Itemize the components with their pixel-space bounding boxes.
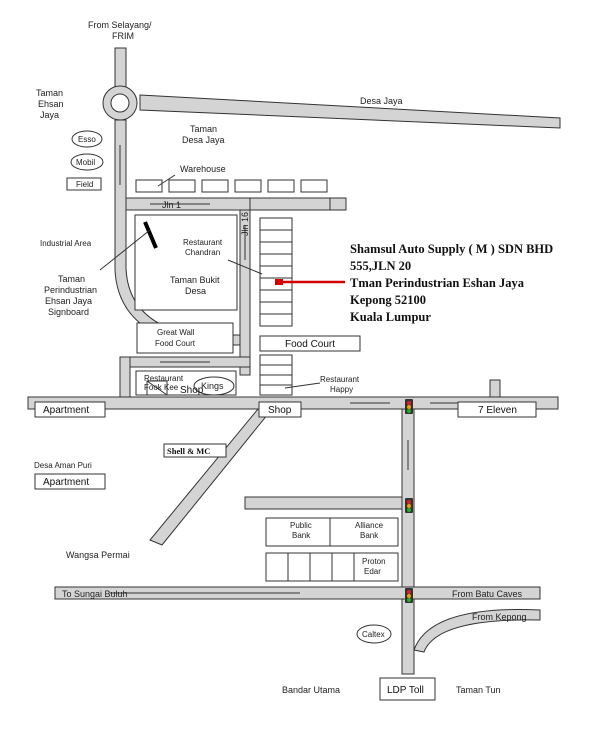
label-from-kepong: From Kepong [472, 612, 527, 622]
road-jln-1-east [249, 197, 331, 211]
label-esso: Esso [78, 135, 96, 144]
label-fook-kee: Restaurant Fook Kee [144, 374, 185, 392]
road-left-stub [119, 356, 131, 398]
warehouse-row [135, 179, 328, 193]
signboard-pointer [99, 229, 151, 271]
label-shell-mc: Shell & MC [167, 446, 210, 456]
label-signboard: Taman Perindustrian Ehsan Jaya Signboard [44, 274, 100, 317]
label-to-sungai-buluh: To Sungai Buluh [62, 589, 128, 599]
label-from-batu-caves: From Batu Caves [452, 589, 523, 599]
label-apartment-bottom: Apartment [43, 477, 89, 488]
road-branch [244, 496, 403, 510]
apartment-bottom-box [34, 473, 106, 490]
signboard-marker [143, 221, 158, 249]
label-kings: Kings [201, 381, 224, 391]
label-desa-jaya: Desa Jaya [360, 96, 403, 106]
food-court-box [259, 335, 361, 352]
label-jln-1: Jln 1 [162, 200, 181, 210]
road-seven-eleven [489, 379, 501, 398]
label-industrial-area: Industrial Area [40, 239, 92, 248]
traffic-light-3 [405, 588, 413, 603]
label-wangsa-permai: Wangsa Permai [66, 550, 130, 560]
label-taman-tun: Taman Tun [456, 685, 501, 695]
label-proton-edar: Proton Edar [362, 557, 388, 576]
great-wall-box [136, 322, 234, 354]
road-desa-jaya [139, 94, 561, 129]
roundabout-island [110, 93, 130, 113]
label-from-selayang: From Selayang/ FRIM [88, 20, 154, 41]
shell-mc-box [163, 443, 227, 458]
address-company: Shamsul Auto Supply ( M ) SDN BHD [350, 242, 553, 256]
chandran-pointer [227, 259, 263, 275]
label-field: Field [76, 180, 93, 189]
caltex-oval [356, 624, 392, 644]
road-selayang [114, 47, 127, 91]
address-area: Tman Perindustrian Eshan Jaya [350, 276, 525, 290]
bank-block [265, 517, 399, 547]
road-from-kepong [413, 609, 541, 653]
shoplots-column [259, 217, 293, 327]
label-mobil: Mobil [76, 158, 95, 167]
happy-shoplots [259, 354, 293, 396]
esso-oval [71, 130, 103, 148]
address-block: Shamsul Auto Supply ( M ) SDN BHD 555,JL… [350, 242, 553, 324]
label-jln-16: Jln 16 [240, 212, 250, 236]
proton-row [265, 552, 399, 582]
taman-bukit-desa-block [134, 214, 238, 311]
apartment-top-box [34, 401, 106, 418]
label-apartment-top: Apartment [43, 405, 89, 416]
label-public-bank: Public Bank [290, 521, 314, 540]
road-wangsa-permai [149, 408, 274, 546]
seven-eleven-box [457, 401, 537, 418]
label-taman-bukit-desa: Taman Bukit Desa [170, 275, 222, 296]
location-marker [275, 279, 283, 285]
label-taman-ehsan-jaya: Taman Ehsan Jaya [36, 88, 66, 120]
label-restaurant-chandran: Restaurant Chandran [183, 238, 224, 257]
address-state: Kuala Lumpur [350, 310, 431, 324]
label-food-court: Food Court [285, 339, 335, 350]
mobil-oval [70, 153, 104, 171]
label-bandar-utama: Bandar Utama [282, 685, 340, 695]
address-street: 555,JLN 20 [350, 259, 411, 273]
label-ldp-toll: LDP Toll [387, 685, 424, 696]
label-desa-aman-puri: Desa Aman Puri [34, 461, 92, 470]
label-caltex: Caltex [362, 630, 385, 639]
ldp-toll-box [379, 677, 436, 701]
kings-oval [193, 376, 235, 396]
label-taman-desa-jaya: Taman Desa Jaya [182, 124, 225, 145]
label-shop-mid: Shop [268, 405, 292, 416]
label-seven-eleven: 7 Eleven [478, 405, 517, 416]
label-alliance-bank: Alliance Bank [355, 521, 385, 540]
label-restaurant-happy: Restaurant Happy [320, 375, 361, 394]
label-warehouse: Warehouse [180, 164, 226, 174]
road-jln-16 [239, 209, 251, 376]
label-shop-left: Shop [180, 385, 204, 396]
happy-pointer [284, 382, 321, 389]
shop-mid-box [258, 401, 302, 418]
traffic-light-1 [405, 399, 413, 414]
field-box [66, 177, 102, 191]
label-great-wall: Great Wall Food Court [155, 328, 197, 348]
traffic-light-2 [405, 498, 413, 513]
address-city: Kepong 52100 [350, 293, 426, 307]
warehouse-pointer [157, 174, 176, 187]
